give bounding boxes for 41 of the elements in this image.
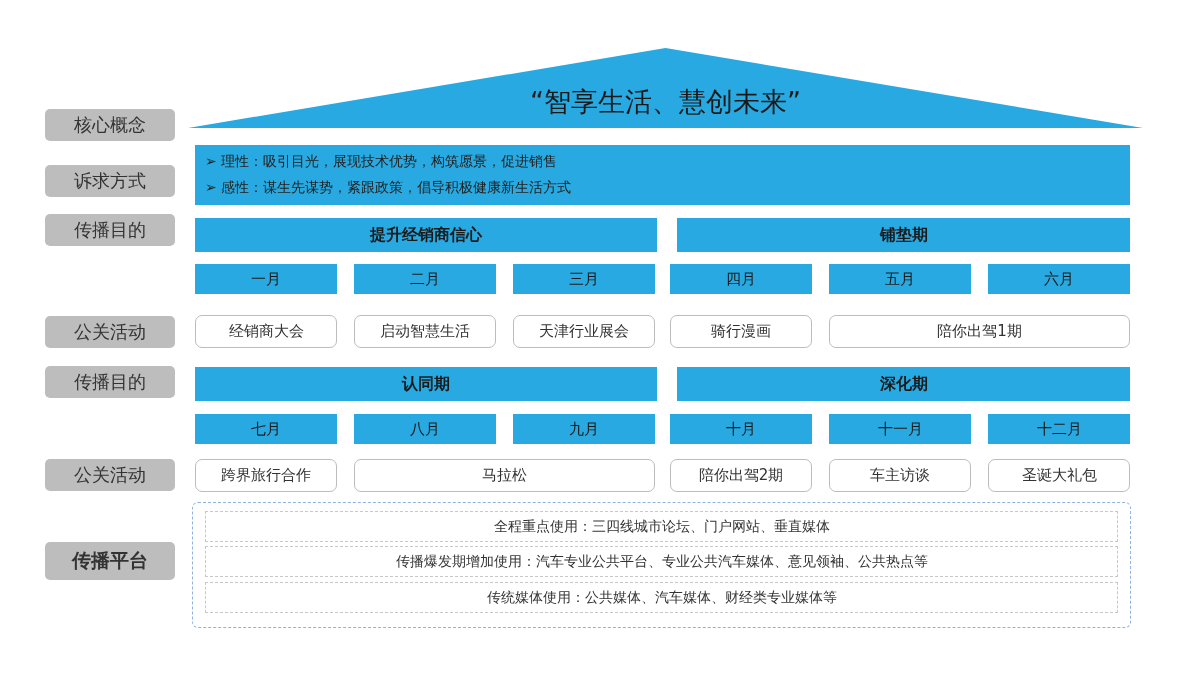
month-bar: 八月 (354, 414, 496, 444)
phase-bar: 深化期 (677, 367, 1130, 401)
month-bar: 一月 (195, 264, 337, 294)
activity-box: 圣诞大礼包 (988, 459, 1130, 492)
month-bar: 五月 (829, 264, 971, 294)
activity-box: 马拉松 (354, 459, 655, 492)
platform-panel (192, 502, 1131, 628)
month-bar: 九月 (513, 414, 655, 444)
month-bar: 二月 (354, 264, 496, 294)
row-label: 传播目的 (45, 214, 175, 246)
month-bar: 十二月 (988, 414, 1130, 444)
platform-row: 传播爆发期增加使用：汽车专业公共平台、专业公共汽车媒体、意见领袖、公共热点等 (205, 546, 1118, 577)
row-label: 公关活动 (45, 459, 175, 491)
row-label: 传播平台 (45, 542, 175, 580)
month-bar: 六月 (988, 264, 1130, 294)
month-bar: 三月 (513, 264, 655, 294)
slogan-title: “智享生活、慧创未来” (530, 85, 801, 119)
activity-box: 骑行漫画 (670, 315, 812, 348)
activity-box: 车主访谈 (829, 459, 971, 492)
activity-box: 陪你出驾1期 (829, 315, 1130, 348)
row-label: 诉求方式 (45, 165, 175, 197)
activity-box: 天津行业展会 (513, 315, 655, 348)
month-bar: 十一月 (829, 414, 971, 444)
phase-bar: 认同期 (195, 367, 657, 401)
appeal-text: ➢ 感性：谋生先谋势，紧跟政策，倡导积极健康新生活方式 (205, 179, 572, 197)
platform-row: 全程重点使用：三四线城市论坛、门户网站、垂直媒体 (205, 511, 1118, 542)
appeal-text: ➢ 理性：吸引目光，展现技术优势，构筑愿景，促进销售 (205, 153, 558, 171)
phase-bar: 铺垫期 (677, 218, 1130, 252)
activity-box: 跨界旅行合作 (195, 459, 337, 492)
platform-row: 传统媒体使用：公共媒体、汽车媒体、财经类专业媒体等 (205, 582, 1118, 613)
activity-box: 陪你出驾2期 (670, 459, 812, 492)
phase-bar: 提升经销商信心 (195, 218, 657, 252)
month-bar: 七月 (195, 414, 337, 444)
month-bar: 十月 (670, 414, 812, 444)
row-label: 传播目的 (45, 366, 175, 398)
month-bar: 四月 (670, 264, 812, 294)
appeal-panel (195, 145, 1130, 205)
activity-box: 经销商大会 (195, 315, 337, 348)
activity-box: 启动智慧生活 (354, 315, 496, 348)
row-label: 核心概念 (45, 109, 175, 141)
row-label: 公关活动 (45, 316, 175, 348)
